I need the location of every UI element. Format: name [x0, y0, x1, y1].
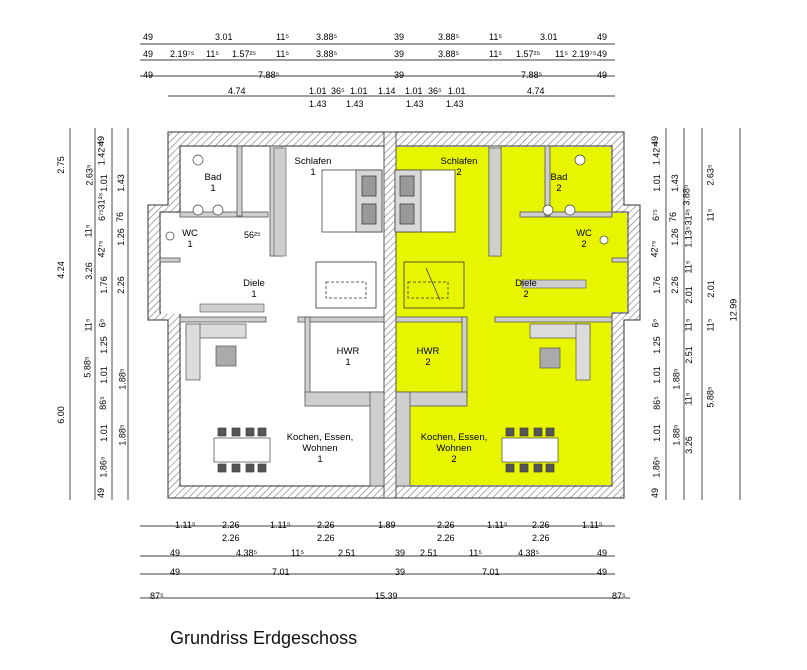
- dim: 39: [394, 49, 405, 59]
- dim: 7.88⁵: [521, 70, 543, 80]
- dim: 2.51: [338, 548, 356, 558]
- dim: 2.26: [317, 533, 335, 543]
- bed-unit-1: [321, 169, 383, 233]
- dim: 1.01: [309, 86, 327, 96]
- dim: 2.19⁷⁵: [170, 49, 195, 59]
- dim: 4.38⁵: [518, 548, 540, 558]
- dim: 1.43: [406, 99, 424, 109]
- dim: 49: [143, 70, 154, 80]
- dimension-lines: [69, 43, 741, 599]
- wardrobes: [273, 147, 502, 257]
- dim: 11⁵: [206, 49, 220, 59]
- dim: 39: [395, 548, 406, 558]
- dim: 1.11⁵: [270, 520, 291, 530]
- dim: 2.26: [222, 520, 240, 530]
- coat-racks: [199, 279, 587, 313]
- dim: 2.26: [437, 520, 455, 530]
- sofa-unit-1: [185, 323, 247, 381]
- dim: 1.14: [378, 86, 396, 96]
- dim: 39: [394, 70, 405, 80]
- staircase: [315, 261, 465, 309]
- dim: 7.01: [482, 567, 500, 577]
- dining-table-unit-1: [213, 427, 271, 473]
- dim: 39: [395, 567, 406, 577]
- dim: 49: [170, 567, 181, 577]
- bed-unit-2: [394, 169, 456, 233]
- dim: 36⁵: [428, 86, 442, 96]
- dim: 87⁵: [150, 591, 164, 601]
- dim: 49: [597, 548, 608, 558]
- dim: 2.26: [532, 520, 550, 530]
- dim: 1.43: [309, 99, 327, 109]
- dim: 3.88⁵: [316, 32, 338, 42]
- dim: 3.01: [540, 32, 558, 42]
- dim: 2.26: [222, 533, 240, 543]
- dim: 1.01: [350, 86, 368, 96]
- dim: 2.26: [532, 533, 550, 543]
- dim: 49: [170, 548, 181, 558]
- dim: 49: [143, 49, 154, 59]
- dim: 1.01: [448, 86, 466, 96]
- dim: 1.43: [446, 99, 464, 109]
- dining-table-unit-2: [501, 427, 559, 473]
- plan-title: Grundriss Erdgeschoss: [170, 628, 358, 648]
- dim: 49: [143, 32, 154, 42]
- dim: 87⁵: [612, 591, 626, 601]
- dim: 11⁵: [469, 548, 483, 558]
- dim: 1.11⁵: [487, 520, 508, 530]
- dim: 3.88⁵: [316, 49, 338, 59]
- dim: 49: [597, 49, 608, 59]
- dimension-texts: 49 3.01 11⁵ 3.88⁵ 39 3.88⁵ 11⁵ 3.01 49 4…: [56, 32, 739, 601]
- dim: 1.43: [346, 99, 364, 109]
- dim: 1.01: [405, 86, 423, 96]
- dim: 3.88⁵: [438, 32, 460, 42]
- dim: 39: [394, 32, 405, 42]
- dim: 56²⁵: [244, 230, 261, 240]
- dim: 4.74: [527, 86, 545, 96]
- dim: 1.57²⁵: [516, 49, 541, 59]
- dim: 2.51: [420, 548, 438, 558]
- dim: 11⁵: [489, 32, 503, 42]
- dim: 49: [597, 567, 608, 577]
- dim: 11⁵: [291, 548, 305, 558]
- dim: 4.38⁵: [236, 548, 258, 558]
- dim: 4.74: [228, 86, 246, 96]
- dim: 15.39: [375, 591, 398, 601]
- sofa-unit-2: [529, 323, 591, 381]
- dim: 49: [597, 70, 608, 80]
- dim: 7.88⁵: [258, 70, 280, 80]
- dim: 1.57²⁵: [232, 49, 257, 59]
- dim: 1.11⁵: [175, 520, 196, 530]
- dim: 49: [597, 32, 608, 42]
- dim: 3.01: [215, 32, 233, 42]
- dim: 1.11⁵: [582, 520, 603, 530]
- dim: 2.19⁷⁵: [572, 49, 597, 59]
- dim: 3.88⁵: [438, 49, 460, 59]
- dim: 11⁵: [489, 49, 503, 59]
- dim: 11⁵: [276, 32, 290, 42]
- dim: 11⁵: [555, 49, 569, 59]
- dim: 1.89: [378, 520, 396, 530]
- dim: 11⁵: [276, 49, 290, 59]
- dim: 7.01: [272, 567, 290, 577]
- dim: 36⁵: [331, 86, 345, 96]
- dim: 2.26: [317, 520, 335, 530]
- floor-plan: [69, 43, 741, 599]
- dim: 2.26: [437, 533, 455, 543]
- sanitary-fixtures: [165, 154, 609, 245]
